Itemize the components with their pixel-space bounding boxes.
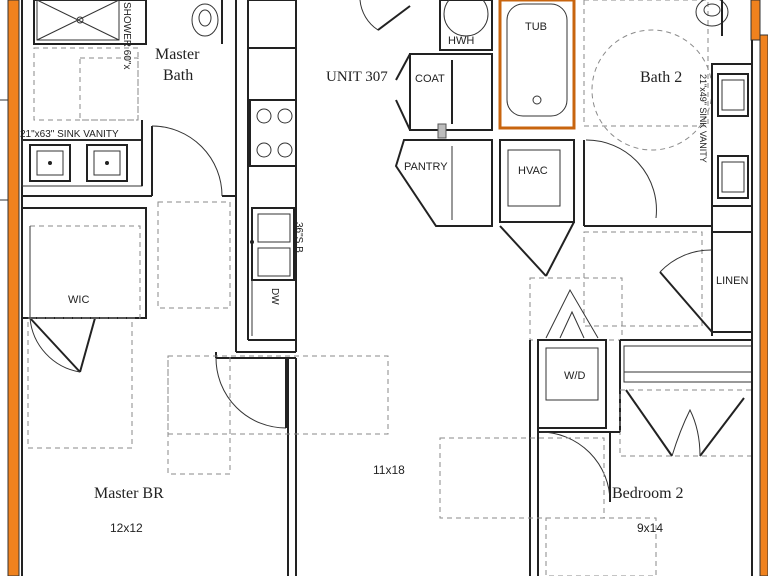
exterior-wall-bath2 (750, 0, 761, 41)
bath2-sink-vanity: 21"x49" SINK VANITY (698, 63, 753, 207)
dishwasher: DW (251, 280, 280, 336)
linen-closet: LINEN (659, 231, 753, 333)
hvac: HVAC (499, 139, 575, 277)
unit-label: UNIT 307 (326, 69, 388, 85)
exterior-wall-left (7, 0, 20, 576)
master-bath-label-line2: Bath (163, 67, 193, 84)
tub-label: TUB (525, 21, 547, 33)
hwh-label: HWH (448, 35, 474, 47)
hvac-label: HVAC (518, 165, 548, 177)
wd-label: W/D (564, 370, 585, 382)
coat-label: COAT (415, 73, 445, 85)
toilet-master-icon (191, 0, 223, 44)
bathtub: TUB (498, 0, 576, 130)
living-size: 11x18 (373, 463, 405, 477)
kitchen-sink: 36"S.B (250, 207, 304, 281)
water-heater: HWH (439, 0, 493, 51)
bedroom2-label: Bedroom 2 (612, 485, 684, 502)
pantry: PANTRY (394, 139, 493, 227)
exterior-wall-right (759, 34, 768, 576)
pantry-label: PANTRY (404, 161, 448, 173)
bedroom2-size: 9x14 (637, 521, 663, 535)
toilet-bath2-icon (695, 0, 729, 36)
shower-label: SHOWER 60"x (121, 2, 132, 69)
washer-dryer: W/D (529, 277, 623, 429)
bath2-vanity-label: 21"x49" SINK VANITY (698, 74, 708, 163)
dishwasher-label: DW (269, 288, 280, 305)
master-sink-vanity: 21"x63" SINK VANITY (20, 129, 143, 187)
kitchen-sink-label: 36"S.B (293, 222, 304, 253)
master-vanity-label: 21"x63" SINK VANITY (20, 129, 119, 140)
bath2-label: Bath 2 (640, 69, 682, 86)
coat-closet: COAT (395, 53, 493, 139)
kitchen-counter (235, 0, 297, 353)
master-bath-label-line1: Master (155, 46, 200, 63)
shower: SHOWER 60"x (33, 0, 147, 69)
master-br-label: Master BR (94, 485, 164, 502)
walk-in-closet: WIC (21, 207, 147, 373)
master-br-size: 12x12 (110, 521, 143, 535)
cooktop-icon (249, 99, 297, 167)
bedroom2-closet (619, 339, 753, 457)
linen-label: LINEN (716, 275, 748, 287)
wic-label: WIC (68, 294, 89, 306)
